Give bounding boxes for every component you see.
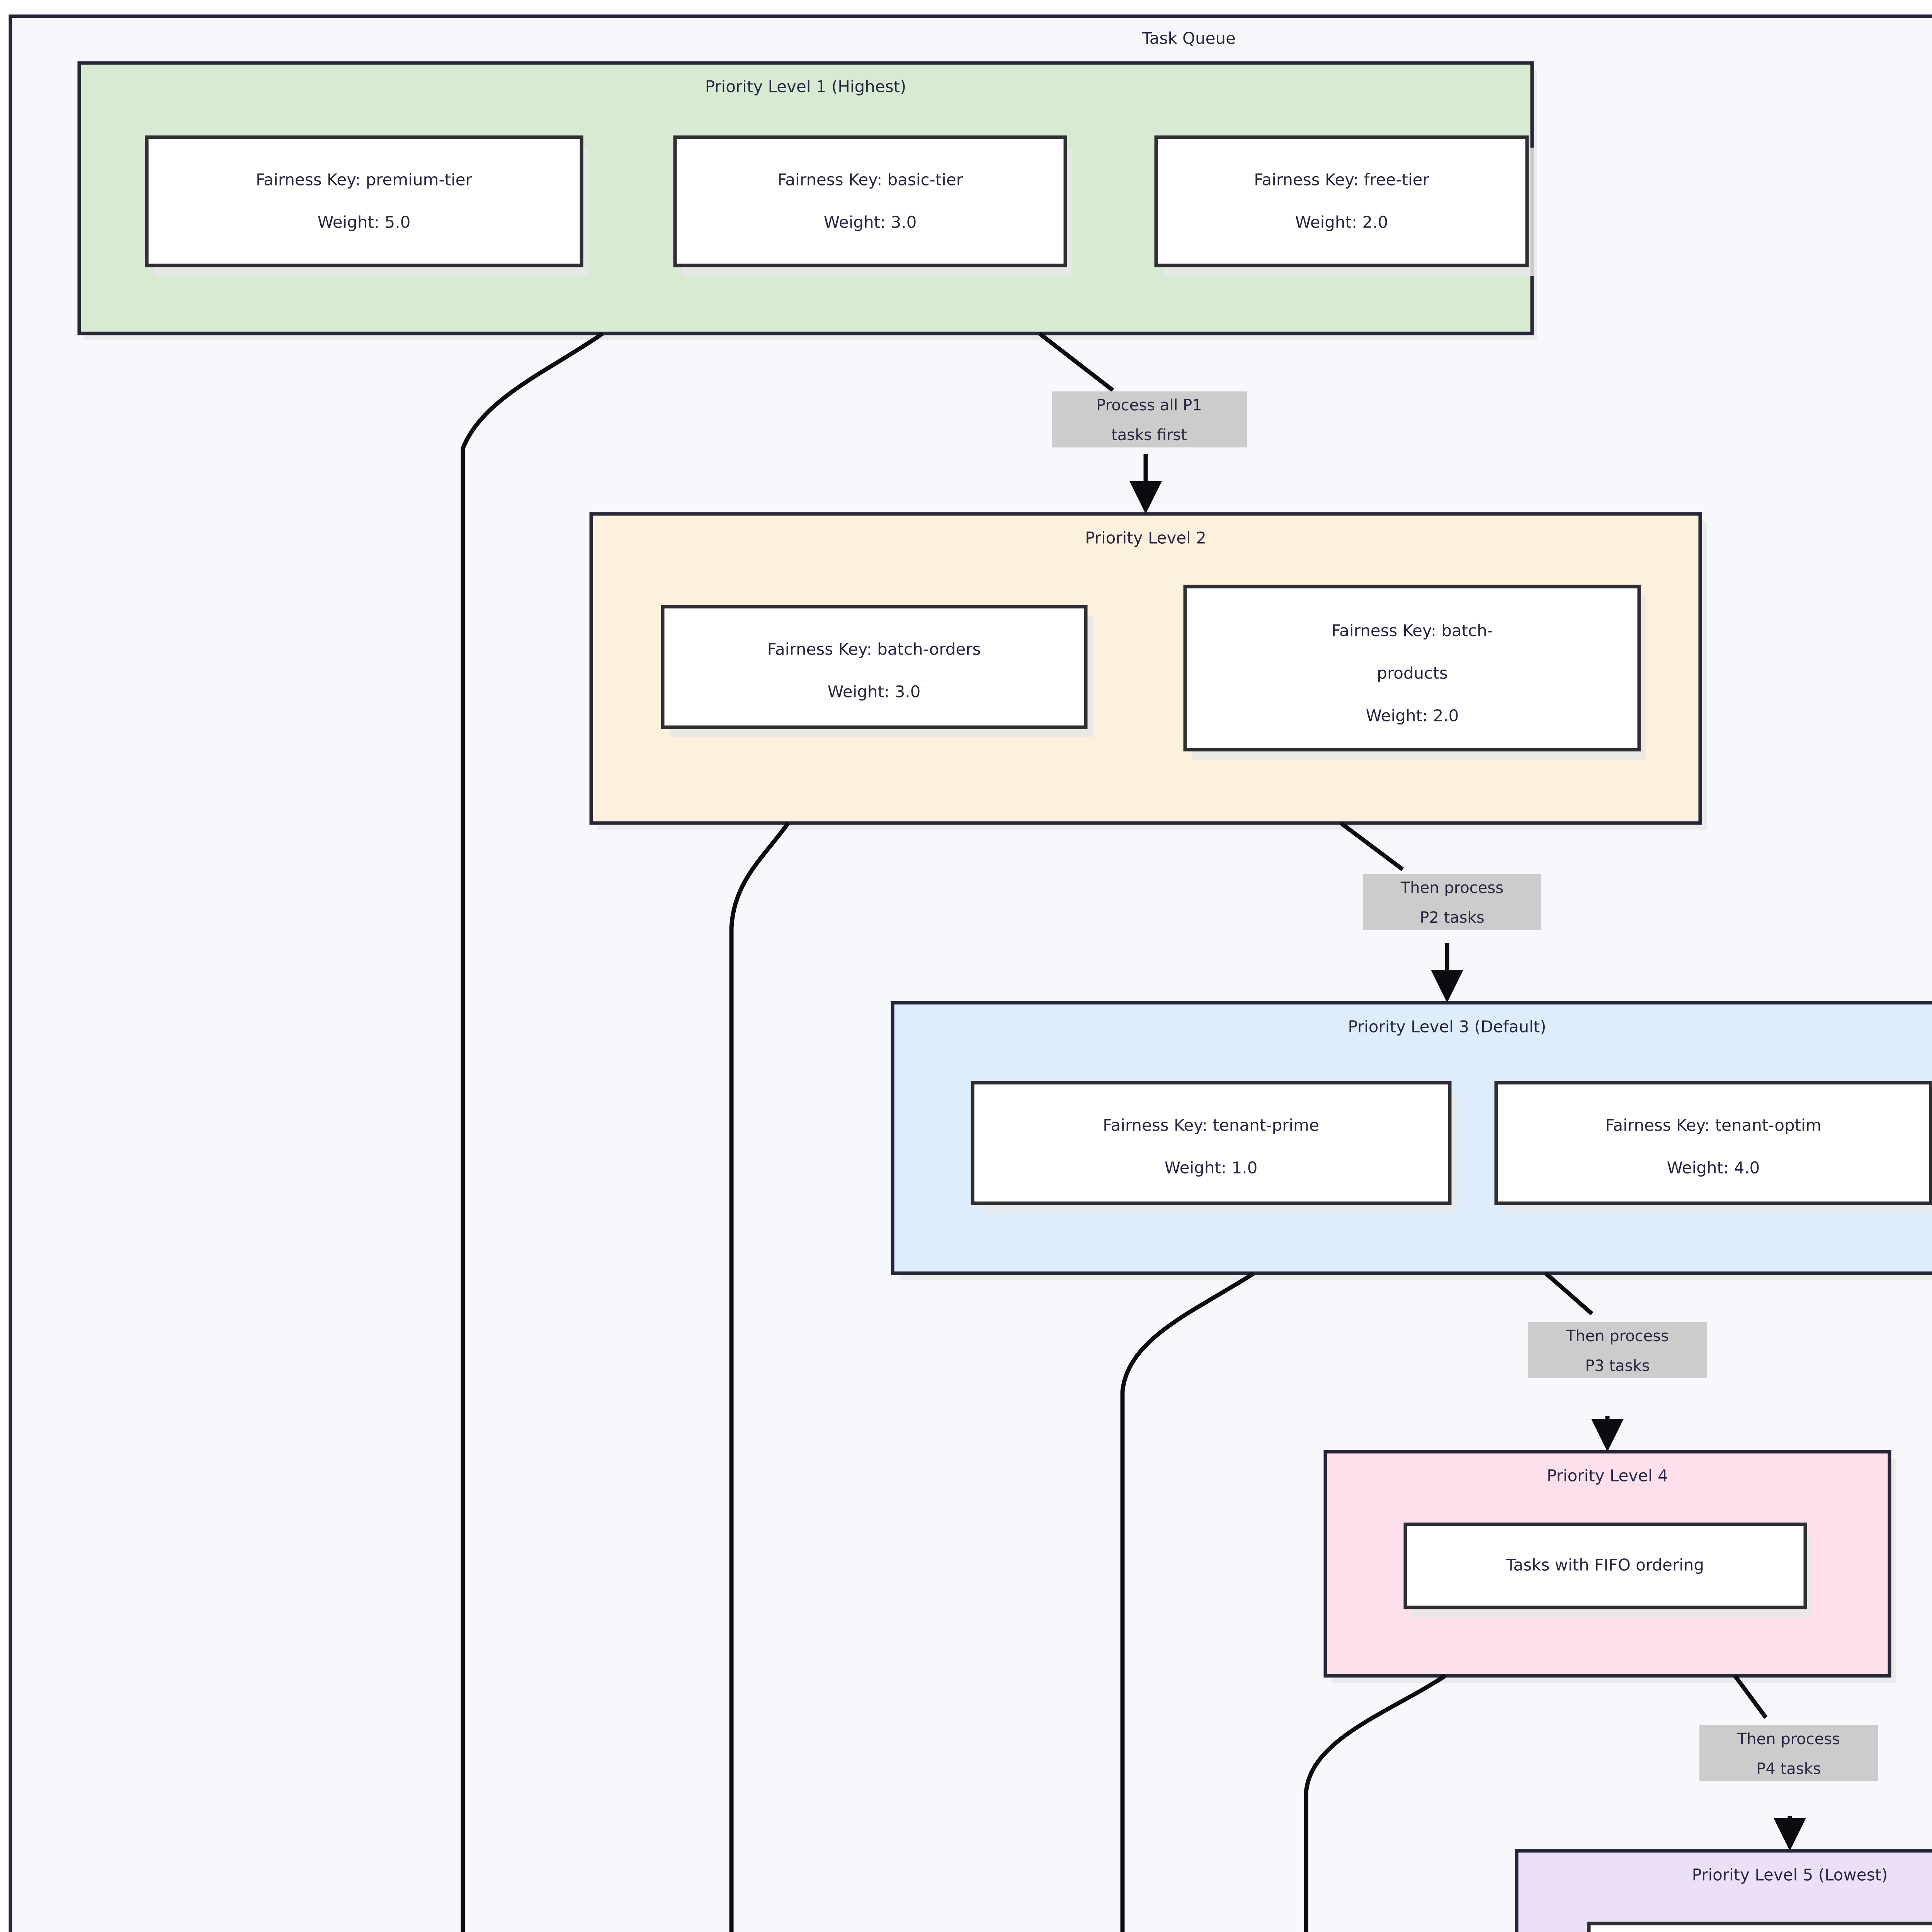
p2-item-1-weight: Weight: 2.0	[1366, 706, 1459, 725]
edge-p1-to-p2-arrowhead	[1129, 481, 1162, 514]
p5-cluster-title: Priority Level 5 (Lowest)	[1692, 1866, 1888, 1884]
p2-cluster-title: Priority Level 2	[1085, 529, 1206, 548]
edge-label-1-line1: Process all P1	[1096, 396, 1202, 414]
p2-item-1-key2: products	[1377, 664, 1447, 683]
p1-item-0-key: Fairness Key: premium-tier	[256, 170, 472, 189]
edge-p2-to-p3-arrowhead	[1431, 970, 1463, 1003]
p2-item-0-key: Fairness Key: batch-orders	[767, 640, 981, 659]
edge-p2-to-p3-upper	[1339, 821, 1404, 871]
p5-cluster	[1515, 1849, 1932, 1932]
p1-item-2-key: Fairness Key: free-tier	[1254, 170, 1429, 189]
edge-label-4-line1: Then process	[1737, 1730, 1840, 1748]
p1-item-2-weight: Weight: 2.0	[1295, 213, 1388, 232]
p3-item-1-weight: Weight: 4.0	[1667, 1158, 1760, 1177]
edge-p4-to-p5-arrowhead	[1774, 1818, 1806, 1851]
edge-label-3-bg	[1528, 1322, 1707, 1378]
edge-p4-to-p5-upper	[1733, 1674, 1768, 1719]
p1-cluster-title: Priority Level 1 (Highest)	[705, 77, 906, 96]
p5-item-0	[1587, 1922, 1932, 1932]
edge-p3-to-workers	[1120, 1271, 1255, 1932]
edge-label-1-line2: tasks first	[1111, 426, 1187, 444]
edge-p1-to-workers	[461, 332, 604, 1932]
edge-p3-to-p4-upper	[1544, 1271, 1594, 1316]
edge-label-3-line2: P3 tasks	[1585, 1357, 1650, 1375]
edge-label-3-line1: Then process	[1566, 1327, 1669, 1345]
p2-item-1-key: Fairness Key: batch-	[1332, 621, 1493, 640]
edge-label-2-line2: P2 tasks	[1420, 909, 1484, 927]
p3-item-0	[971, 1081, 1452, 1205]
edge-label-1-bg	[1052, 391, 1247, 447]
p3-cluster-title: Priority Level 3 (Default)	[1348, 1017, 1546, 1036]
p4-cluster-title: Priority Level 4	[1547, 1466, 1668, 1485]
edge-label-2-bg	[1363, 874, 1541, 930]
p2-item-1	[1183, 585, 1641, 752]
edge-label-4-bg	[1699, 1725, 1878, 1781]
p4-item-0-label: Tasks with FIFO ordering	[1506, 1556, 1704, 1575]
p2-item-0-weight: Weight: 3.0	[828, 682, 921, 701]
p1-item-1	[673, 135, 1067, 267]
p2-item-0	[661, 605, 1088, 729]
p3-item-0-key: Fairness Key: tenant-prime	[1103, 1116, 1319, 1135]
p1-item-0	[145, 135, 583, 267]
edge-p4-to-workers	[1304, 1674, 1447, 1932]
p1-item-1-weight: Weight: 3.0	[824, 213, 917, 232]
p1-item-2	[1154, 135, 1529, 267]
edge-label-2-line1: Then process	[1400, 879, 1503, 897]
p4-item-0	[1403, 1522, 1807, 1609]
edge-p1-to-p2-upper	[1038, 332, 1114, 392]
task-queue-title: Task Queue	[1142, 29, 1236, 48]
p3-item-1	[1494, 1081, 1932, 1205]
edge-p3-to-p4-arrowhead	[1591, 1419, 1624, 1452]
p3-item-1-key: Fairness Key: tenant-optim	[1605, 1116, 1821, 1135]
p3-item-0-weight: Weight: 1.0	[1165, 1158, 1258, 1177]
edge-label-4-line2: P4 tasks	[1756, 1760, 1821, 1778]
p1-item-1-key: Fairness Key: basic-tier	[777, 170, 963, 189]
edge-p2-to-workers	[729, 821, 790, 1932]
p1-item-0-weight: Weight: 5.0	[318, 213, 411, 232]
